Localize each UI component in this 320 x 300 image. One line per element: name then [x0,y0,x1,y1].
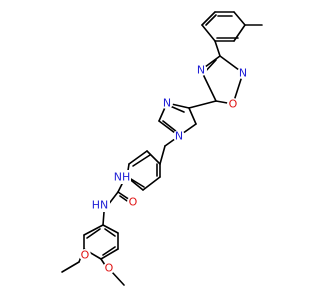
canvas-background [0,0,300,300]
molecule-structure-diagram: N O N N N NH O HN [0,0,300,300]
bond-line [104,228,116,237]
svg-text:N: N [163,97,171,110]
svg-text:O: O [105,262,114,275]
atom-n-oxadiazole-3: N [237,67,249,80]
atom-o-oxadiazole: O [227,98,239,111]
atom-nh-lower: HN [90,198,110,212]
bond-line [162,120,178,133]
atom-n-oxadiazole-4: N [195,64,207,77]
bond-line [86,228,101,239]
bond-line [169,105,185,113]
svg-text:HN: HN [92,199,109,212]
bond-line [132,154,151,167]
bond-line [205,14,217,26]
svg-text:N: N [239,67,247,80]
atom-o-methoxy-1: O [79,249,91,262]
svg-text:O: O [129,196,138,209]
bond-line [130,178,145,188]
bond-line [146,150,161,165]
svg-text:N: N [197,64,205,77]
bond-line [188,107,197,125]
svg-text:O: O [81,249,90,262]
atom-n-imidazole-3: N [161,97,173,110]
bond-line [201,24,216,42]
svg-text:N: N [175,130,183,143]
bond-line [102,246,116,256]
bond-line [128,150,148,165]
atom-nh-upper: NH [113,170,131,184]
bond-line [214,40,221,57]
bond-line [83,224,104,236]
bond-line [142,176,161,191]
bond-line [102,224,119,234]
atom-o-carbonyl: O [127,196,139,209]
atom-n-imidazole-1: N [173,130,185,143]
svg-text:O: O [229,98,238,111]
bond-line [100,248,119,260]
atom-labels: N O N N N NH O HN [79,64,249,275]
bond-line [201,11,216,26]
atom-o-methoxy-2: O [103,262,115,275]
svg-text:NH: NH [114,171,131,184]
bond-line [233,11,246,26]
bond-line [159,145,166,165]
bond-line [111,271,125,286]
bond-line [188,100,217,109]
bond-line [61,261,80,273]
bond-line [102,211,105,226]
